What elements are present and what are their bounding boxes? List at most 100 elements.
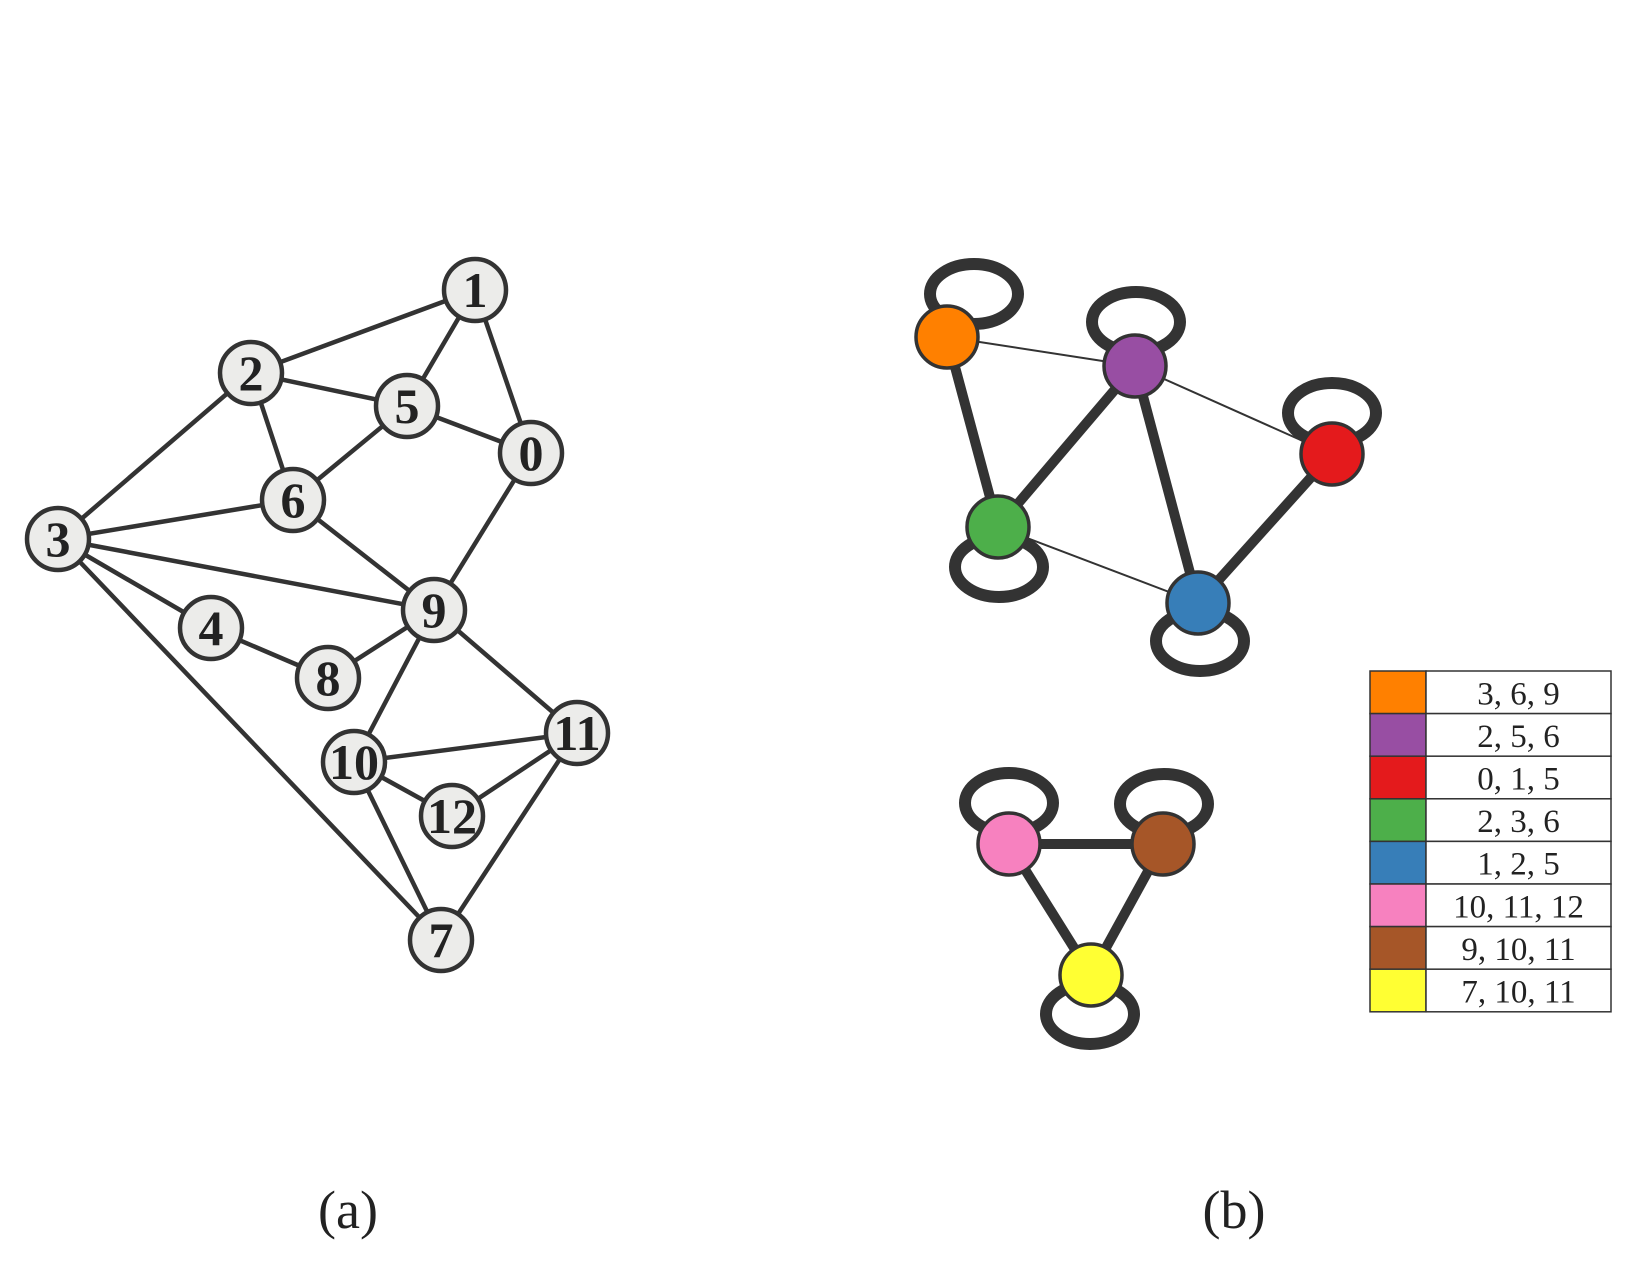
graph-b-edges	[942, 335, 1336, 978]
edge-3-9	[57, 536, 435, 613]
node-circle	[294, 644, 362, 712]
node-label: 5	[395, 378, 420, 434]
node-circle	[418, 782, 486, 850]
node-label: 8	[316, 650, 341, 706]
legend-label: 1, 2, 5	[1477, 847, 1560, 883]
node-brown	[1130, 811, 1196, 877]
legend-swatch	[1369, 968, 1427, 1013]
legend-row: 0, 1, 5	[1369, 755, 1612, 800]
legend-cell	[1425, 670, 1612, 715]
node-3: 3	[24, 505, 92, 573]
node-label: 4	[199, 600, 224, 656]
edge-purple-blue	[1130, 364, 1203, 605]
caption-b: (b)	[1203, 1180, 1266, 1240]
node-circle	[407, 906, 475, 974]
node-green	[965, 494, 1031, 560]
node-label: 10	[329, 734, 379, 790]
legend-swatch	[1369, 883, 1427, 928]
graph-b-nodes	[914, 304, 1365, 1008]
legend-label: 10, 11, 12	[1453, 889, 1584, 925]
legend-row: 3, 6, 9	[1369, 670, 1612, 715]
edge-3-6	[57, 497, 294, 542]
node-circle	[259, 466, 327, 534]
node-circle	[400, 576, 468, 644]
edge-purple-green	[994, 362, 1139, 531]
legend-swatch	[1369, 712, 1427, 757]
legend-cell	[1425, 712, 1612, 757]
node-yellow	[1058, 942, 1124, 1008]
node-label: 7	[429, 912, 454, 968]
node-circle	[320, 728, 388, 796]
legend-label: 9, 10, 11	[1461, 932, 1575, 968]
legend-cell	[1425, 798, 1612, 843]
legend-label: 2, 3, 6	[1477, 804, 1560, 840]
node-blue	[1165, 570, 1231, 636]
legend-cell	[1425, 925, 1612, 970]
node-orange	[914, 304, 980, 370]
legend-row: 10, 11, 12	[1369, 883, 1612, 928]
graph-a-edges	[56, 287, 579, 942]
node-purple	[1102, 333, 1168, 399]
edge-2-1	[250, 287, 476, 376]
legend-swatch	[1369, 798, 1427, 843]
node-red	[1299, 421, 1365, 487]
node-circle	[177, 594, 245, 662]
legend-swatch	[1369, 840, 1427, 885]
caption-a: (a)	[318, 1180, 378, 1240]
node-label: 0	[519, 425, 544, 481]
edge-11-7	[439, 731, 579, 942]
legend-row: 7, 10, 11	[1369, 968, 1612, 1013]
edge-10-11	[353, 730, 578, 765]
node-6: 6	[259, 466, 327, 534]
node-circle	[217, 339, 285, 407]
node-5: 5	[373, 372, 441, 440]
node-2: 2	[217, 339, 285, 407]
legend-table: 3, 6, 9 2, 5, 6 0, 1, 5 2, 3, 6 1, 2, 5 10, 1…	[1369, 670, 1612, 1013]
legend-cell	[1425, 755, 1612, 800]
legend-cell	[1425, 968, 1612, 1013]
node-11: 11	[543, 699, 611, 767]
node-label: 6	[281, 472, 306, 528]
legend-row: 1, 2, 5	[1369, 840, 1612, 885]
legend-swatch	[1369, 670, 1427, 715]
node-12: 12	[418, 782, 486, 850]
legend-label: 2, 5, 6	[1477, 719, 1560, 755]
node-label: 12	[427, 788, 477, 844]
graph-b	[914, 258, 1382, 1050]
node-label: 11	[553, 705, 600, 761]
legend-label: 3, 6, 9	[1477, 676, 1560, 712]
legend-swatch	[1369, 925, 1427, 970]
legend-swatch	[1369, 755, 1427, 800]
legend-cell	[1425, 840, 1612, 885]
node-label: 3	[46, 511, 71, 567]
edge-3-7	[56, 537, 443, 942]
legend-label: 7, 10, 11	[1461, 975, 1575, 1011]
node-circle	[24, 505, 92, 573]
node-pink	[976, 811, 1042, 877]
legend-cell	[1425, 883, 1612, 928]
edge-purple-red	[1134, 365, 1333, 455]
node-label: 2	[239, 345, 264, 401]
node-9: 9	[400, 576, 468, 644]
edge-green-blue	[997, 526, 1199, 604]
node-7: 7	[407, 906, 475, 974]
edge-red-blue	[1194, 450, 1336, 607]
node-label: 9	[422, 582, 447, 638]
legend-row: 2, 3, 6	[1369, 798, 1612, 843]
node-label: 1	[463, 262, 488, 318]
legend-label: 0, 1, 5	[1477, 762, 1560, 798]
node-10: 10	[320, 728, 388, 796]
node-8: 8	[294, 644, 362, 712]
node-circle	[373, 372, 441, 440]
node-circle	[441, 256, 509, 324]
node-circle	[543, 699, 611, 767]
edge-orange-green	[942, 335, 1003, 529]
node-0: 0	[497, 419, 565, 487]
node-circle	[497, 419, 565, 487]
node-4: 4	[177, 594, 245, 662]
edge-2-3	[56, 371, 253, 541]
legend-row: 2, 5, 6	[1369, 712, 1612, 757]
